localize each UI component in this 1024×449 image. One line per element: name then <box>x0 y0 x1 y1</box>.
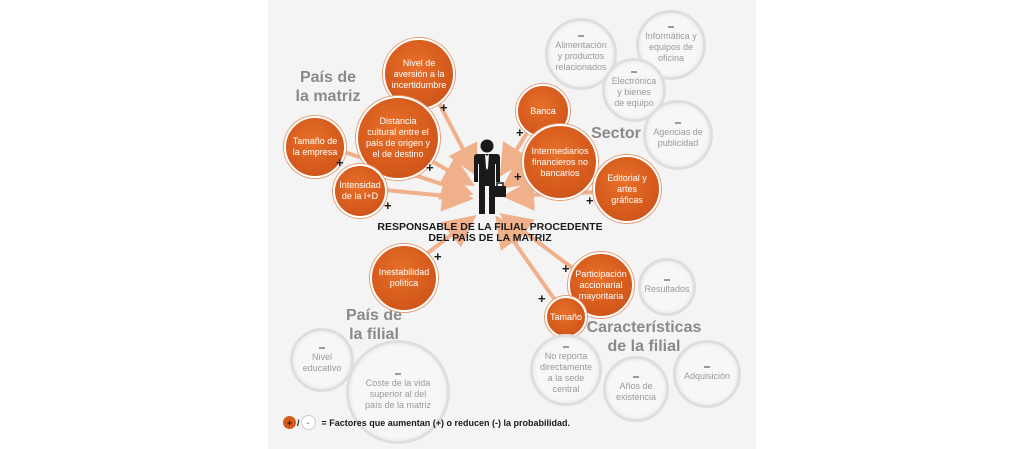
factor-no-reporta-sede: No reporta directamente a la sede centra… <box>530 334 602 406</box>
plus-sign-icon: + <box>516 125 524 140</box>
factor-tamano-filial: Tamaño <box>545 296 587 338</box>
factor-label: No reporta directamente a la sede centra… <box>539 350 593 394</box>
plus-sign-icon: + <box>336 155 344 170</box>
center-title-line1: RESPONSABLE DE LA FILIAL PROCEDENTE <box>377 221 603 233</box>
legend-slash: / <box>297 417 300 428</box>
legend-text: = Factores que aumentan (+) o reducen (-… <box>321 417 571 428</box>
plus-sign-icon: + <box>514 169 522 184</box>
factor-resultados: Resultados <box>638 258 696 316</box>
factor-nivel-educativo: Nivel educativo <box>290 328 354 392</box>
minus-sign-icon <box>668 26 674 28</box>
plus-sign-icon: + <box>434 249 442 264</box>
legend-minus-icon: - <box>300 415 316 430</box>
minus-sign-icon <box>664 279 670 281</box>
factor-label: Nivel educativo <box>302 351 342 373</box>
factor-label: Tamaño de la empresa <box>292 136 338 157</box>
factor-adquisicion: Adquisición <box>673 340 741 408</box>
heading-caracteristicas-filial: Características de la filial <box>586 319 702 355</box>
factor-label: Intensidad de la I+D <box>339 180 381 201</box>
minus-sign-icon <box>563 345 569 348</box>
factor-label: Editorial y artes gráficas <box>607 172 647 205</box>
arrow-inestabilidad <box>422 215 477 258</box>
minus-sign-icon <box>578 35 584 37</box>
arrow-tamano <box>495 215 557 302</box>
center-title-line2: DEL PAÍS DE LA MATRIZ <box>428 232 552 244</box>
heading-pais-filial: País de la filial <box>345 307 403 343</box>
factor-editorial-artes-graficas: Editorial y artes gráficas <box>593 155 661 223</box>
factor-label: Agencias de publicidad <box>653 126 703 148</box>
factor-electronica: Electrónica y bienes de equipo <box>602 58 666 122</box>
minus-sign-icon <box>395 373 401 375</box>
factor-label: Participación accionarial mayoritaria <box>575 268 627 301</box>
minus-sign-icon <box>319 346 325 349</box>
factor-intermediarios-financieros: Intermediarios financieros no bancarios <box>522 124 598 200</box>
plus-sign-icon: + <box>440 100 448 115</box>
factor-intensidad-id: Intensidad de la I+D <box>333 164 387 218</box>
minus-sign-icon <box>675 121 681 124</box>
factor-label: Resultados <box>644 284 690 294</box>
factor-inestabilidad-politica: Inestabilidad política <box>370 244 438 312</box>
arrow-intensidad <box>383 179 474 212</box>
factor-coste-vida: Coste de la vida superior al del país de… <box>346 340 450 444</box>
factor-label: Tamaño <box>549 311 583 322</box>
minus-sign-icon <box>633 375 639 378</box>
factor-label: Nivel de aversión a la incertidumbre <box>391 57 447 90</box>
factor-label: Años de existencia <box>615 380 657 402</box>
plus-sign-icon: + <box>538 291 546 306</box>
factor-label: Coste de la vida superior al del país de… <box>364 378 432 410</box>
factor-label: Banca <box>530 105 556 116</box>
plus-sign-icon: + <box>586 193 594 208</box>
plus-sign-icon: + <box>426 160 434 175</box>
factor-anos-existencia: Años de existencia <box>603 356 669 422</box>
legend-plus-icon: + <box>283 416 296 429</box>
factor-label: Alimentación y productos relacionados <box>555 40 607 72</box>
factor-label: Inestabilidad política <box>378 267 430 288</box>
factor-label: Electrónica y bienes de equipo <box>611 76 657 108</box>
factor-tamano-empresa: Tamaño de la empresa <box>284 116 346 178</box>
factor-label: Informática y equipos de oficina <box>645 31 697 63</box>
heading-pais-matriz: País de la matriz <box>295 69 361 105</box>
arrow-distancia <box>428 156 475 187</box>
minus-sign-icon <box>631 71 637 73</box>
center-title: RESPONSABLE DE LA FILIAL PROCEDENTE DEL … <box>362 222 618 244</box>
heading-sector: Sector <box>591 125 641 142</box>
businessman-with-briefcase-icon <box>474 139 506 214</box>
factor-label: Adquisición <box>683 371 731 381</box>
factor-label: Distancia cultural entre el país de orig… <box>365 116 431 159</box>
factor-label: Intermediarios financieros no bancarios <box>531 145 589 178</box>
minus-sign-icon <box>704 366 710 368</box>
plus-sign-icon: + <box>384 198 392 213</box>
legend: + / - = Factores que aumentan (+) o redu… <box>283 415 570 430</box>
plus-sign-icon: + <box>562 261 570 276</box>
factor-agencias-publicidad: Agencias de publicidad <box>643 100 713 170</box>
factor-alimentacion: Alimentación y productos relacionados <box>545 18 617 90</box>
